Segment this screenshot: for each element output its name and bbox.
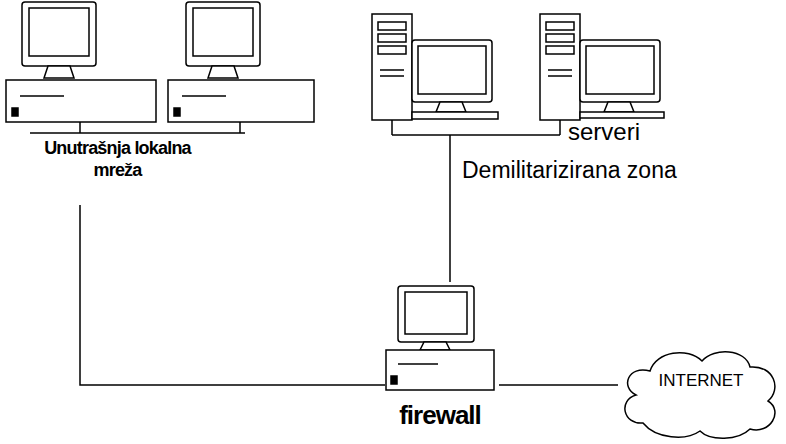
monitor (580, 40, 660, 102)
drive-bay (378, 34, 406, 42)
screen (405, 292, 467, 334)
monitor (186, 2, 260, 66)
network-cable (499, 384, 618, 386)
monitor-stand (436, 102, 466, 112)
monitor (398, 286, 474, 342)
zone-label: Demilitarizirana zona (462, 157, 742, 185)
drive-bay (546, 46, 574, 54)
lan-bus (30, 122, 245, 133)
screen (418, 46, 486, 94)
text-slot: Unutrašnja lokalna mreža (30, 138, 205, 181)
power-button (12, 108, 18, 116)
drive-slot (20, 95, 64, 97)
network-label: Unutrašnja lokalna mreža (30, 138, 205, 181)
drive-slot (182, 95, 226, 97)
desktop-case (6, 80, 156, 122)
text-slot: INTERNET (634, 371, 768, 391)
firewall-host: firewall (385, 282, 499, 442)
servers-label: serveri (568, 118, 678, 147)
server-2 (540, 14, 664, 120)
lan-group: Unutrašnja lokalna mreža (25, 0, 215, 205)
network-cable (449, 198, 451, 282)
lan-drop (239, 122, 241, 133)
text-slot: serveri (568, 118, 678, 147)
screen (29, 8, 89, 56)
drive-slot (398, 363, 438, 365)
network-cable (80, 205, 385, 385)
server-tower (372, 14, 412, 120)
dmz-drop (559, 120, 561, 135)
desktop-case (168, 80, 314, 122)
cloud-outline (625, 352, 775, 438)
text-slot: firewall (385, 400, 495, 431)
workstation-1 (6, 2, 156, 122)
drive-bay (378, 46, 406, 54)
server-tower (540, 14, 580, 120)
dmz-group: serveriDemilitarizirana zona (365, 5, 746, 198)
keyboard (580, 112, 664, 118)
drive-bay (378, 22, 406, 30)
vent-line (380, 75, 404, 77)
firewall-label: firewall (385, 400, 495, 431)
lan-drop (79, 122, 81, 133)
screen (586, 46, 654, 94)
monitor-stand (208, 66, 238, 78)
monitor-stand (420, 342, 450, 350)
server-1 (372, 14, 498, 120)
monitor (412, 40, 492, 102)
dmz-cable (392, 134, 560, 136)
desktop-case (386, 350, 494, 390)
drive-bay (546, 22, 574, 30)
power-button (391, 376, 397, 384)
vent-line (548, 75, 572, 77)
internet-label: INTERNET (634, 371, 768, 391)
monitor-stand (44, 66, 74, 78)
dmz-drop (391, 120, 393, 135)
monitor-stand (604, 102, 634, 112)
keyboard (412, 112, 498, 119)
dmz-uplink (449, 135, 451, 198)
internet-cloud: INTERNET (618, 345, 782, 440)
monitor (22, 2, 96, 66)
power-button (174, 108, 180, 116)
text-slot: Demilitarizirana zona (462, 157, 742, 185)
workstation-2 (168, 2, 314, 122)
drive-bay (546, 34, 574, 42)
firewall-computer (386, 286, 494, 390)
vent-line (380, 69, 404, 71)
cloud-shape (618, 345, 782, 440)
screen (193, 8, 253, 56)
vent-line (548, 69, 572, 71)
lan-cable (30, 132, 245, 134)
